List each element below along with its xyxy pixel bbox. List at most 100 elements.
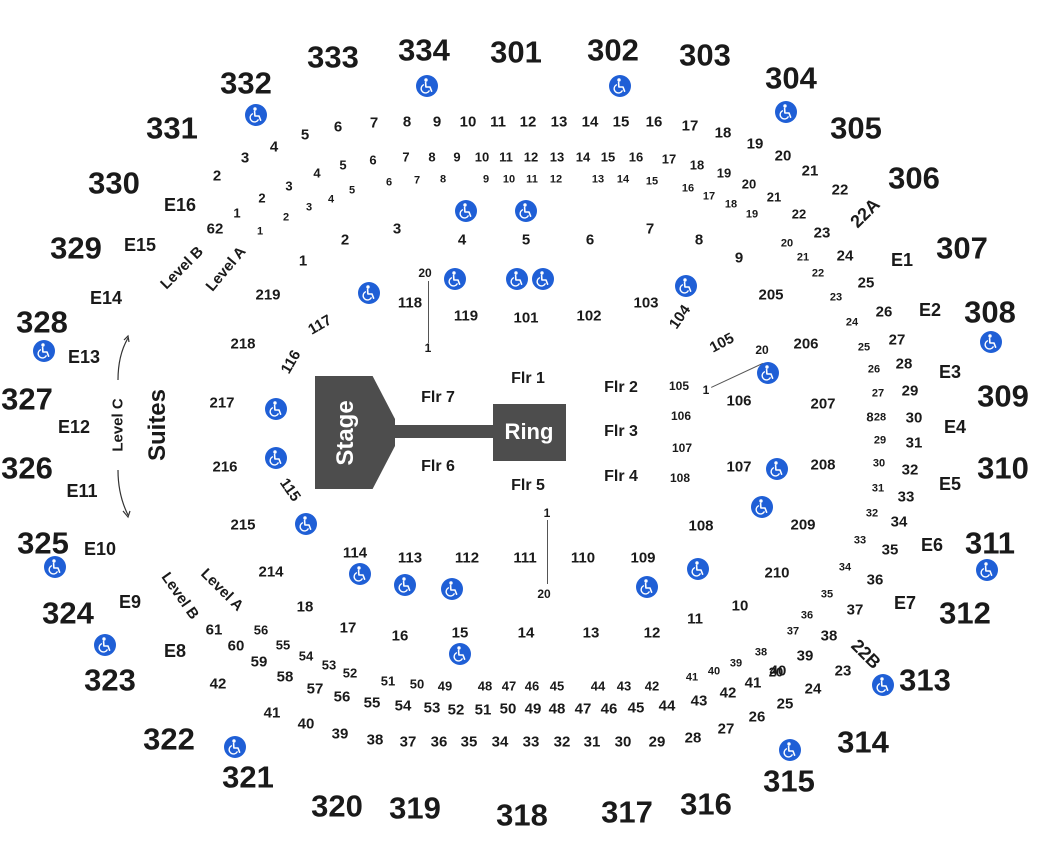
section-100-level[interactable]: 108 (688, 517, 714, 535)
section-200-level[interactable]: 205 (758, 286, 784, 304)
floor-section[interactable]: Flr 7 (421, 389, 455, 406)
wheelchair-icon (358, 282, 380, 304)
section-100-level[interactable]: 107 (726, 458, 752, 476)
section-300-level[interactable]: 334 (398, 32, 450, 68)
row-label: 62 (206, 220, 224, 238)
row-label: 37 (399, 733, 417, 751)
row-label: 13 (591, 173, 605, 186)
section-300-level[interactable]: 305 (830, 110, 882, 146)
section-200-level[interactable]: 208 (810, 456, 836, 474)
section-100-level[interactable]: 111 (513, 549, 537, 567)
section-300-level[interactable]: 316 (680, 786, 732, 822)
row-label: 20 (741, 176, 757, 192)
row-label: 34 (491, 733, 509, 751)
section-100-level[interactable]: 103 (633, 294, 659, 312)
section-200-level[interactable]: 218 (230, 335, 256, 353)
section-100-level[interactable]: 113 (397, 549, 423, 567)
section-300-level[interactable]: 301 (490, 34, 542, 70)
floor-section[interactable]: Flr 5 (511, 477, 545, 494)
section-200-level[interactable]: 215 (230, 516, 256, 534)
section-100-level[interactable]: 106 (726, 392, 752, 410)
section-300-level[interactable]: 318 (496, 797, 548, 833)
section-300-level[interactable]: 312 (939, 595, 991, 631)
section-300-level[interactable]: 320 (311, 788, 363, 824)
section-300-level[interactable]: 326 (1, 450, 53, 486)
section-300-level[interactable]: 327 (1, 381, 53, 417)
section-100-level[interactable]: 115 (276, 475, 304, 505)
wheelchair-icon (265, 447, 287, 469)
section-300-level[interactable]: 311 (964, 525, 1016, 561)
row-label: 43 (616, 678, 632, 694)
section-300-level[interactable]: 331 (146, 110, 198, 146)
section-100-level[interactable]: 102 (576, 307, 602, 325)
row-label: 39 (729, 657, 743, 670)
section-100-level[interactable]: 112 (454, 549, 480, 567)
floor-section[interactable]: Flr 2 (604, 379, 638, 396)
section-200-level[interactable]: 216 (212, 458, 238, 476)
floor-row-label: 1 (424, 341, 432, 355)
section-300-level[interactable]: 328 (16, 304, 68, 340)
section-300-level[interactable]: 315 (763, 763, 815, 799)
section-100-level[interactable]: 101 (513, 309, 539, 327)
section-200-level[interactable]: 209 (790, 516, 816, 534)
section-300-level[interactable]: 313 (899, 662, 951, 698)
section-300-level[interactable]: 329 (50, 230, 102, 266)
section-300-level[interactable]: 333 (307, 39, 359, 75)
row-label: 12 (519, 113, 537, 131)
section-300-level[interactable]: 310 (977, 450, 1029, 486)
floor-section[interactable]: Flr 3 (604, 423, 638, 440)
section-300-level[interactable]: 314 (837, 724, 889, 760)
section-200-level[interactable]: 219 (255, 286, 281, 304)
section-300-level[interactable]: 317 (601, 794, 653, 830)
wheelchair-icon (609, 75, 631, 97)
section-300-level[interactable]: 306 (888, 160, 940, 196)
row-label: 14 (575, 149, 591, 165)
entrance-label: E3 (938, 362, 962, 382)
floor-row-label: 106 (670, 409, 692, 423)
row-label: 30 (872, 457, 886, 470)
section-100-level[interactable]: 119 (453, 307, 479, 325)
section-200-level[interactable]: 207 (810, 395, 836, 413)
section-200-level[interactable]: 206 (793, 335, 819, 353)
section-300-level[interactable]: 307 (936, 230, 988, 266)
section-300-level[interactable]: 304 (765, 60, 817, 96)
section-300-level[interactable]: 308 (964, 294, 1016, 330)
section-200-level[interactable]: 210 (764, 564, 790, 582)
stage[interactable] (315, 376, 395, 489)
entrance-label: E6 (920, 535, 944, 555)
section-300-level[interactable]: 321 (222, 759, 274, 795)
section-300-level[interactable]: 324 (42, 595, 94, 631)
section-100-level[interactable]: 105 (706, 329, 738, 357)
floor-row-label: 1 (702, 383, 710, 397)
floor-section[interactable]: Flr 6 (421, 458, 455, 475)
row-label: 27 (871, 387, 885, 400)
row-label: 8 (866, 409, 874, 425)
section-300-level[interactable]: 322 (143, 721, 195, 757)
section-100-level[interactable]: 116 (277, 347, 305, 377)
section-300-level[interactable]: 323 (84, 662, 136, 698)
section-100-level[interactable]: 109 (630, 549, 656, 567)
section-100-level[interactable]: 117 (305, 311, 335, 339)
row-label: 14 (616, 173, 630, 186)
section-300-level[interactable]: 303 (679, 37, 731, 73)
floor-section[interactable]: Flr 1 (511, 370, 545, 387)
section-300-level[interactable]: 325 (17, 525, 69, 561)
section-300-level[interactable]: 332 (220, 65, 272, 101)
wheelchair-icon (532, 268, 554, 290)
section-200-level[interactable]: 217 (209, 394, 235, 412)
section-300-level[interactable]: 309 (977, 378, 1029, 414)
section-100-level[interactable]: 118 (397, 294, 423, 312)
ring[interactable] (493, 404, 566, 461)
section-300-level[interactable]: 319 (389, 790, 441, 826)
section-200-level[interactable]: 214 (258, 563, 284, 581)
section-100-level[interactable]: 110 (570, 549, 596, 567)
floor-section[interactable]: Flr 4 (604, 468, 638, 485)
section-300-level[interactable]: 302 (587, 32, 639, 68)
section-300-level[interactable]: 330 (88, 165, 140, 201)
row-label: 2 (282, 211, 290, 224)
floor-row-label: 20 (755, 343, 769, 357)
section-100-level[interactable]: 104 (665, 301, 695, 333)
row-label: 28 (873, 411, 887, 424)
section-100-level[interactable]: 114 (342, 544, 368, 562)
wheelchair-icon (675, 275, 697, 297)
